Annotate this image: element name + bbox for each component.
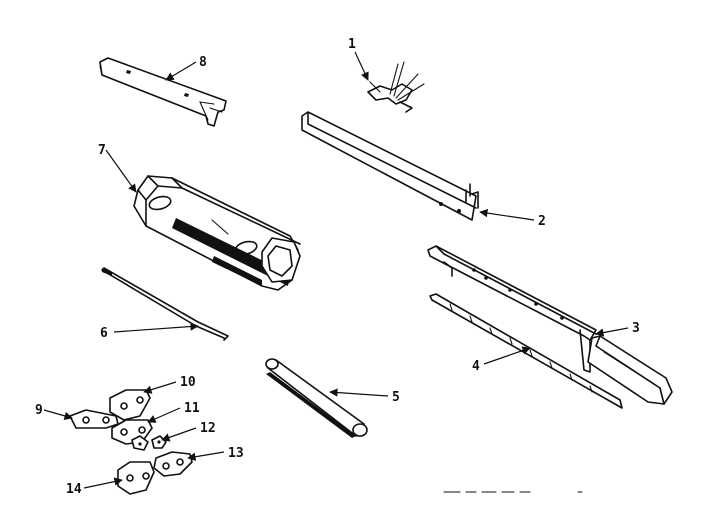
leader-10	[143, 381, 177, 394]
callout-10: 10	[180, 375, 196, 390]
leader-11	[147, 407, 181, 423]
leader-9	[43, 409, 73, 420]
part-2-flat-bar	[301, 111, 479, 221]
part-7-hex-wrench	[133, 175, 301, 291]
leader-4	[483, 346, 531, 365]
leader-1	[354, 51, 369, 81]
part-12-rivet	[131, 435, 167, 451]
part-1-bracket	[367, 61, 425, 113]
callout-6: 6	[100, 326, 108, 341]
part-14-link	[117, 461, 155, 495]
part-6-rod	[101, 267, 229, 341]
callout-11: 11	[184, 401, 200, 416]
callout-labels: 1 2 3 4 5 6 7 8 9 10 11 12 13 14	[35, 37, 640, 497]
callout-12: 12	[200, 421, 216, 436]
leader-lines	[43, 51, 629, 489]
part-13-link	[153, 451, 193, 477]
callout-14: 14	[66, 482, 82, 497]
callout-1: 1	[348, 37, 356, 52]
part-3-guide-handle	[427, 245, 673, 405]
leader-13	[187, 451, 225, 461]
callout-3: 3	[632, 321, 640, 336]
leader-12	[161, 427, 197, 442]
leader-5	[329, 388, 389, 397]
leader-7	[105, 149, 137, 193]
leader-14	[83, 477, 123, 489]
callout-8: 8	[199, 55, 207, 70]
leader-8	[165, 61, 197, 81]
callout-9: 9	[35, 403, 43, 418]
callout-5: 5	[392, 390, 400, 405]
leader-3	[595, 327, 629, 337]
callout-13: 13	[228, 446, 244, 461]
leader-2	[479, 208, 535, 221]
callout-4: 4	[472, 359, 480, 374]
callout-2: 2	[538, 214, 546, 229]
part-10-link	[109, 389, 151, 421]
callout-7: 7	[98, 143, 106, 158]
part-8-bar	[99, 57, 227, 127]
leader-6	[113, 322, 199, 333]
part-5-cylinder	[265, 358, 368, 438]
